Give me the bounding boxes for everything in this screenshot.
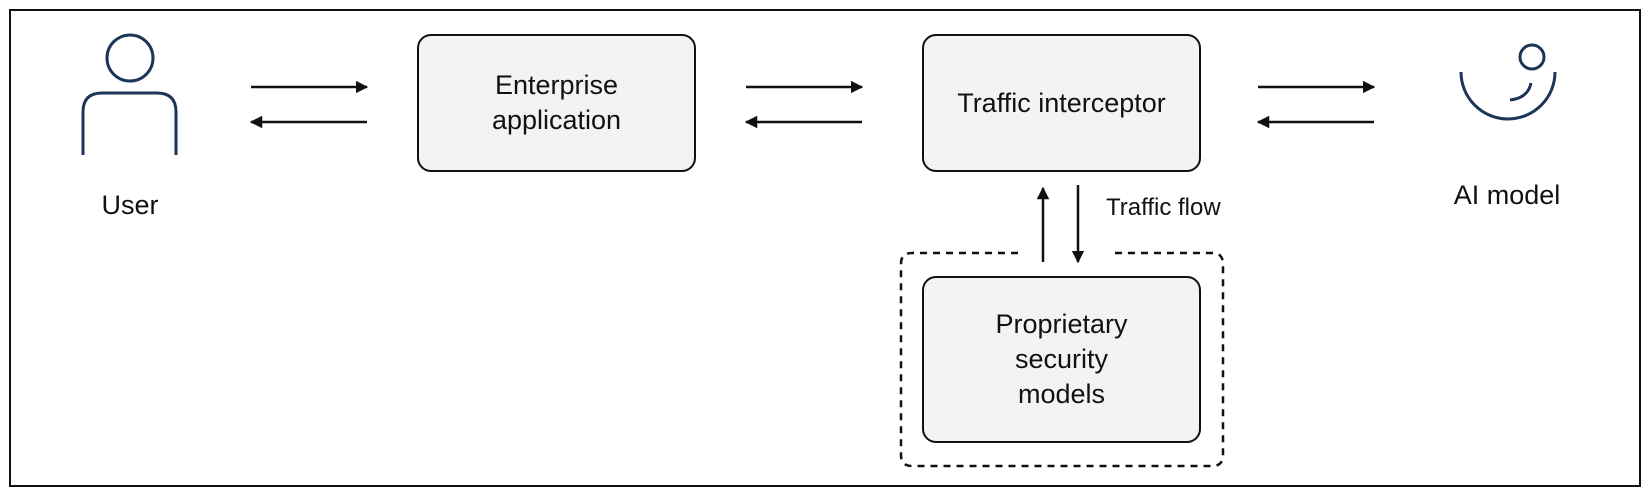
security-enclosure-dashed [899, 251, 1225, 468]
user-label: User [101, 190, 159, 220]
traffic-interceptor-node: Traffic interceptor [922, 34, 1201, 172]
ai-model-icon [1459, 43, 1557, 121]
user-icon [81, 33, 178, 155]
traffic-interceptor-label: Traffic interceptor [957, 87, 1166, 118]
proprietary-security-models-label: Proprietary security models [995, 309, 1128, 409]
diagram-frame [9, 9, 1641, 487]
ai-model-label: AI model [1453, 180, 1561, 210]
proprietary-security-models-node: Proprietary security models [922, 276, 1201, 443]
enterprise-application-label: Enterprise application [491, 70, 622, 135]
enterprise-application-node: Enterprise application [417, 34, 696, 172]
traffic-flow-label: Traffic flow [1106, 194, 1221, 221]
